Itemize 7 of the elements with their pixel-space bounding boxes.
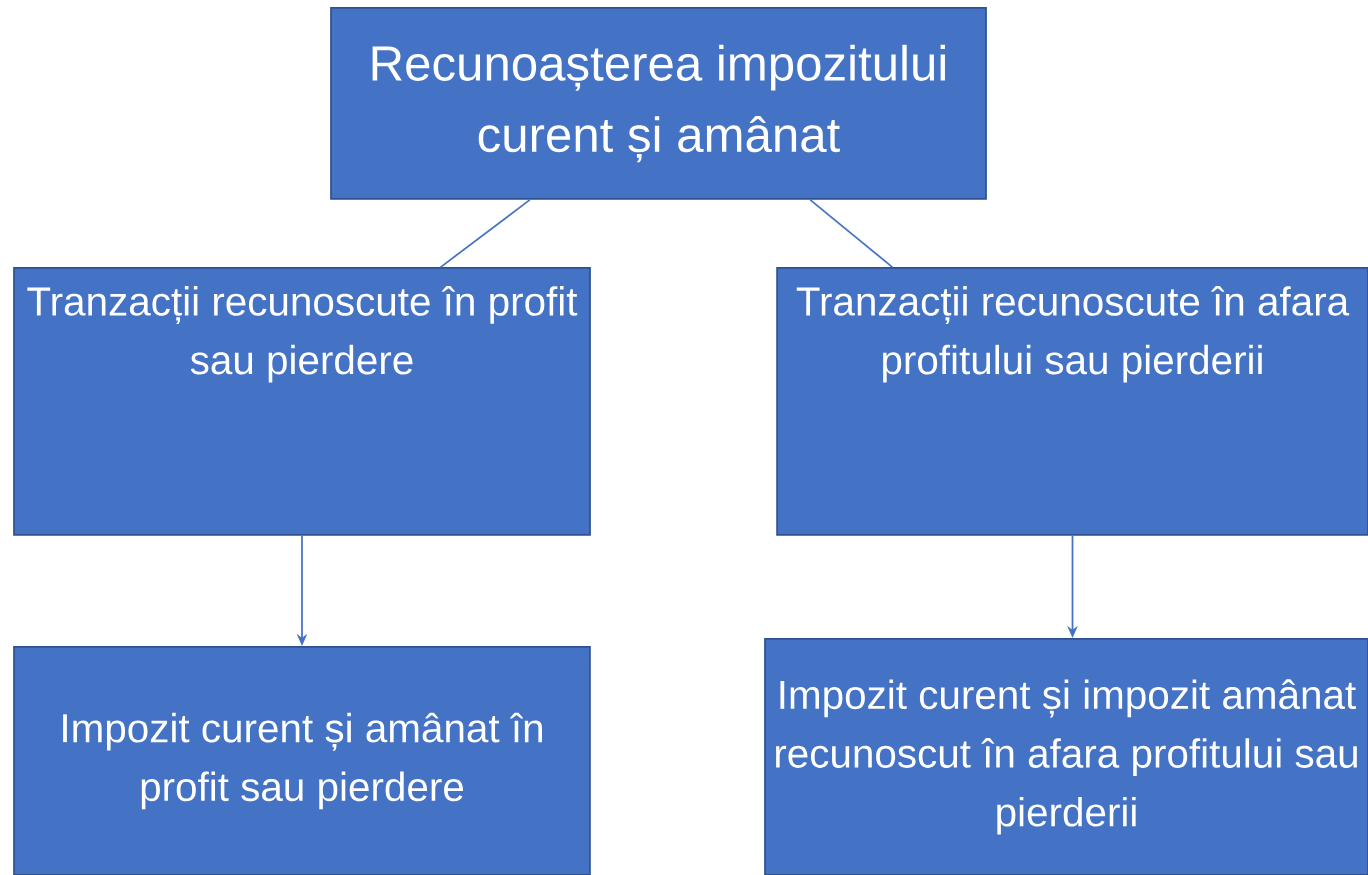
connector-line (439, 199, 531, 268)
process-box: Impozit curent și impozit amânat recunoscut în afara profitului sau pierderii (764, 638, 1368, 875)
process-box: Tranzacții recunoscute în afara profitului sau pierderii (776, 267, 1368, 536)
connector-line (809, 199, 894, 268)
process-box: Recunoașterea impozitului curent și amânat (330, 7, 987, 200)
process-box: Tranzacții recunoscute în profit sau pierdere (13, 267, 591, 536)
process-box: Impozit curent și amânat în profit sau pierdere (13, 646, 591, 875)
